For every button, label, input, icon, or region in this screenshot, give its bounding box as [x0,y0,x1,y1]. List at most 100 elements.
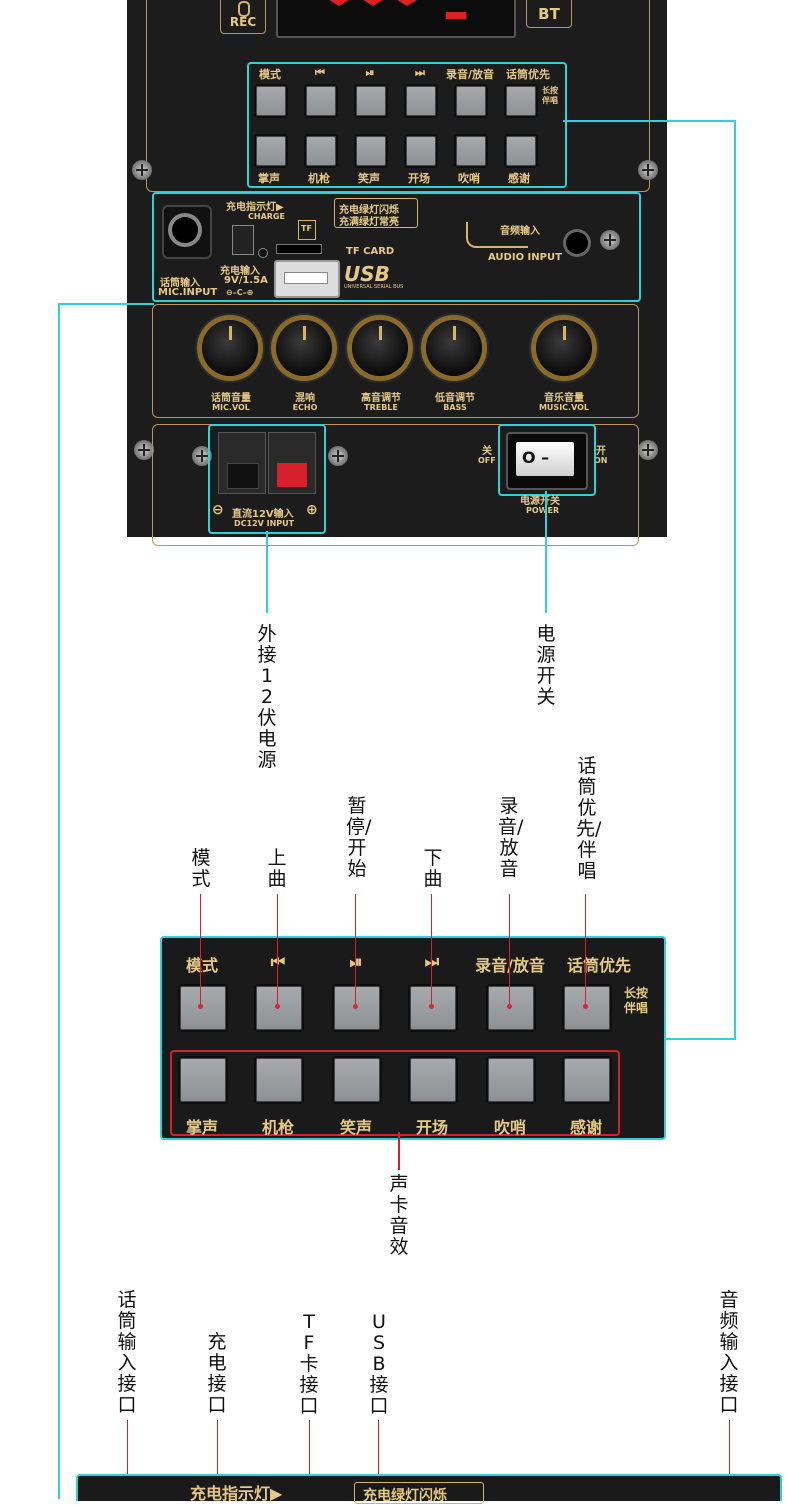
connector-line [58,303,60,1499]
bass-knob[interactable] [426,320,482,376]
top-label-mic-priority: 话筒优先 [506,68,550,81]
leader-dot [198,1004,203,1009]
treble-knob[interactable] [352,320,408,376]
leader-line [585,894,586,1006]
audio-input-en: AUDIO INPUT [488,252,562,263]
zoom-long-press: 长按伴唱 [623,986,648,1015]
knob-label-echo-en: ECHO [292,403,318,412]
tf-card-slot[interactable] [276,244,322,254]
zoom-applause-button[interactable] [178,1056,228,1104]
top-whistle-button[interactable] [454,134,488,168]
top-label-next: ⏭ [415,66,425,79]
zoom-mode-button[interactable] [178,984,228,1032]
charge-indicator-cn: 充电指示灯▶ [226,202,284,213]
dc-terminal-positive[interactable] [268,432,316,494]
echo-knob[interactable] [276,320,332,376]
leader-dot [507,1004,512,1009]
microphone-icon [238,1,250,17]
top-gunfire-button[interactable] [304,134,338,168]
minus-icon: ⊖ [212,502,224,518]
top-play-button[interactable] [354,84,388,118]
power-switch[interactable]: O – [506,432,588,490]
mic-jack[interactable] [162,205,212,259]
power-en: POWER [526,506,560,515]
top-prev-button[interactable] [304,84,338,118]
top-label-record: 录音/放音 [445,68,495,81]
leader-line [200,894,201,1006]
usb-port-inner [284,272,328,284]
mic-volume-knob[interactable] [202,320,258,376]
music-volume-knob[interactable] [536,320,592,376]
leader-line [217,1420,218,1499]
zoom-label-opening: 开场 [415,1118,448,1137]
callout-prev: 上曲 [267,847,287,890]
callout-mic-input: 话筒输入接口 [117,1289,137,1416]
leader-line [127,1420,128,1499]
top-long-press-label: 长按伴唱 [542,86,558,105]
charge-note-1: 充电绿灯闪烁 [339,205,399,216]
top-button-block-highlight [247,62,567,188]
rec-indicator: REC [220,0,266,34]
zoom-thanks-button[interactable] [562,1056,612,1104]
zoom-opening-button[interactable] [408,1056,458,1104]
top-label-prev: ⏮ [315,66,325,79]
charge-port[interactable] [232,225,254,255]
plus-icon: ⊕ [306,502,318,518]
top-record-button[interactable] [454,84,488,118]
leader-line [309,1420,310,1499]
dc-terminal-negative[interactable] [218,432,266,494]
mic-jack-hole [172,217,198,243]
tf-card-slot-icon: TF [298,220,316,240]
knob-label-bass-en: BASS [443,403,467,412]
top-label-opening: 开场 [408,172,430,185]
top-opening-button[interactable] [404,134,438,168]
leader-line [509,894,510,1006]
top-applause-button[interactable] [254,134,288,168]
panel-top-frame [146,0,650,192]
top-thanks-button[interactable] [504,134,538,168]
zoomed-io-panel [76,1474,782,1501]
top-label-applause: 掌声 [258,172,280,185]
zoom-laugh-button[interactable] [332,1056,382,1104]
audio-input-jack[interactable] [566,232,588,254]
usb-sub: UNIVERSAL SERIAL BUS [344,284,404,290]
battery-icon [446,12,466,19]
callout-play: 暂停/开始 [346,795,372,880]
leader-line [729,1420,730,1499]
screw-icon [638,160,658,180]
off-en: OFF [478,456,496,465]
polarity-icon: ⊖–C–⊕ [226,288,254,297]
tf-small-label: TF [301,224,312,233]
zoom-gunfire-button[interactable] [254,1056,304,1104]
display-digit-2 [360,0,386,6]
bottom-charge-note: 充电绿灯闪烁 [363,1488,447,1504]
power-section-frame [152,424,639,546]
top-laugh-button[interactable] [354,134,388,168]
bottom-charge-indicator: 充电指示灯▶ [190,1484,283,1503]
knob-label-music-vol-en: MUSIC.VOL [538,403,590,412]
zoom-label-next: ⏭ [424,952,440,971]
charge-input-cn: 充电输入 [220,266,260,277]
zoom-whistle-button[interactable] [486,1056,536,1104]
top-label-whistle: 吹哨 [458,172,480,185]
display-digit-1 [326,0,352,6]
top-label-thanks: 感谢 [508,172,530,185]
charge-led [258,248,268,258]
knob-label-treble-cn: 高音调节 [361,393,401,404]
callout-audio-input: 音频输入接口 [719,1289,739,1416]
zoom-prev-button[interactable] [254,984,304,1032]
zoom-label-mic-priority: 话筒优先 [566,956,631,975]
usb-port[interactable] [274,260,340,298]
leader-line [277,894,278,1006]
connector-line [58,303,154,305]
top-next-button[interactable] [404,84,438,118]
bt-label: BT [538,5,560,23]
usb-logo: USB [344,262,390,286]
top-mode-button[interactable] [254,84,288,118]
callout-mic-priority: 话筒优先/伴唱 [576,755,602,882]
mic-input-en: MIC.INPUT [158,287,218,298]
mic-input-cn: 话筒输入 [160,278,200,289]
connector-line [545,491,547,613]
top-mic-priority-button[interactable] [504,84,538,118]
sound-effects-highlight [170,1050,620,1136]
